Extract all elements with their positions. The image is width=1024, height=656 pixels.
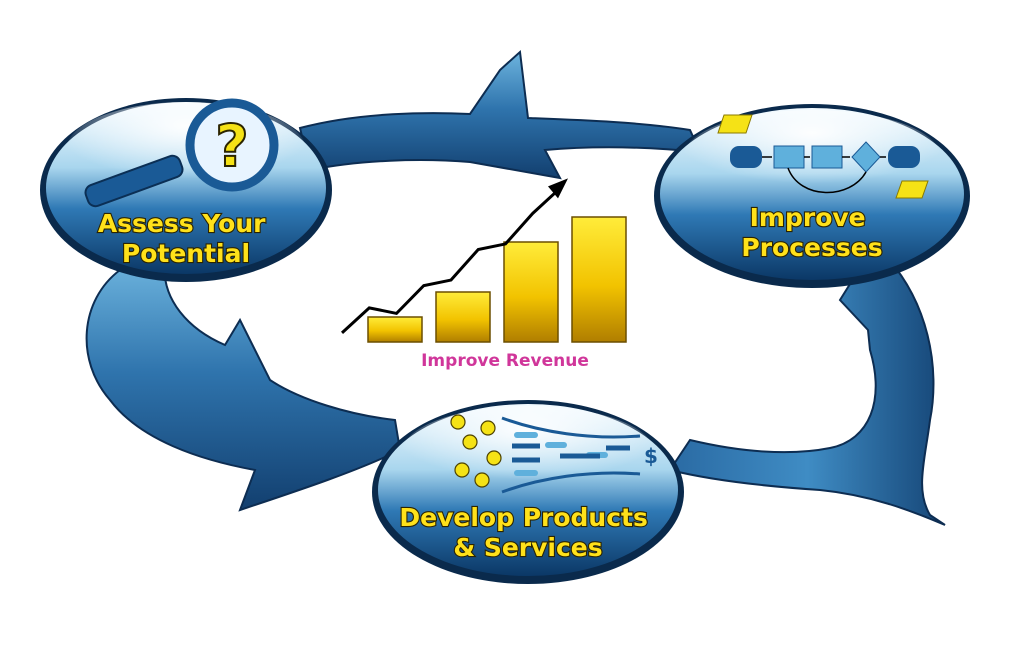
revenue-bar [503,241,559,343]
revenue-bar [435,291,491,343]
question-mark: ? [215,112,249,180]
node-develop: $ Develop Products & Services [372,400,684,584]
lightbulb-icon [450,414,502,488]
node-develop-label-line1: Develop Products [399,503,647,532]
svg-text:Develop Products & Servi: Develop Products & Services [399,503,656,562]
node-improve-processes: Improve Processes [654,104,970,288]
revenue-bar [367,316,423,343]
arrow-top [298,49,702,180]
arrow-left [85,258,402,512]
dollar-sign: $ [644,444,658,468]
svg-text:Assess Your Potential: Assess Your Potential [98,209,274,268]
idea-funnel-icon: $ [450,414,658,494]
node-improve-label-line2: Processes [741,233,882,262]
arrow-right [668,248,946,526]
bar-chart-trend-icon [340,178,627,343]
magnifier-question-icon: ? [84,98,279,208]
trend-arrowhead [548,178,568,199]
svg-text:Improve Processes: Improve Processes [741,203,882,262]
node-improve-label-line1: Improve [750,203,866,232]
node-assess: ? Assess Your Potential [40,98,332,282]
cycle-arrows [85,49,946,526]
trend-line [340,187,562,334]
flowchart-icon [717,114,929,199]
node-assess-label-line2: Potential [122,239,250,268]
revenue-bar [571,216,627,343]
node-assess-label-line1: Assess Your [98,209,266,238]
node-develop-label-line2: & Services [453,533,602,562]
center-revenue: Improve Revenue [340,178,627,371]
center-label: Improve Revenue [421,351,589,371]
